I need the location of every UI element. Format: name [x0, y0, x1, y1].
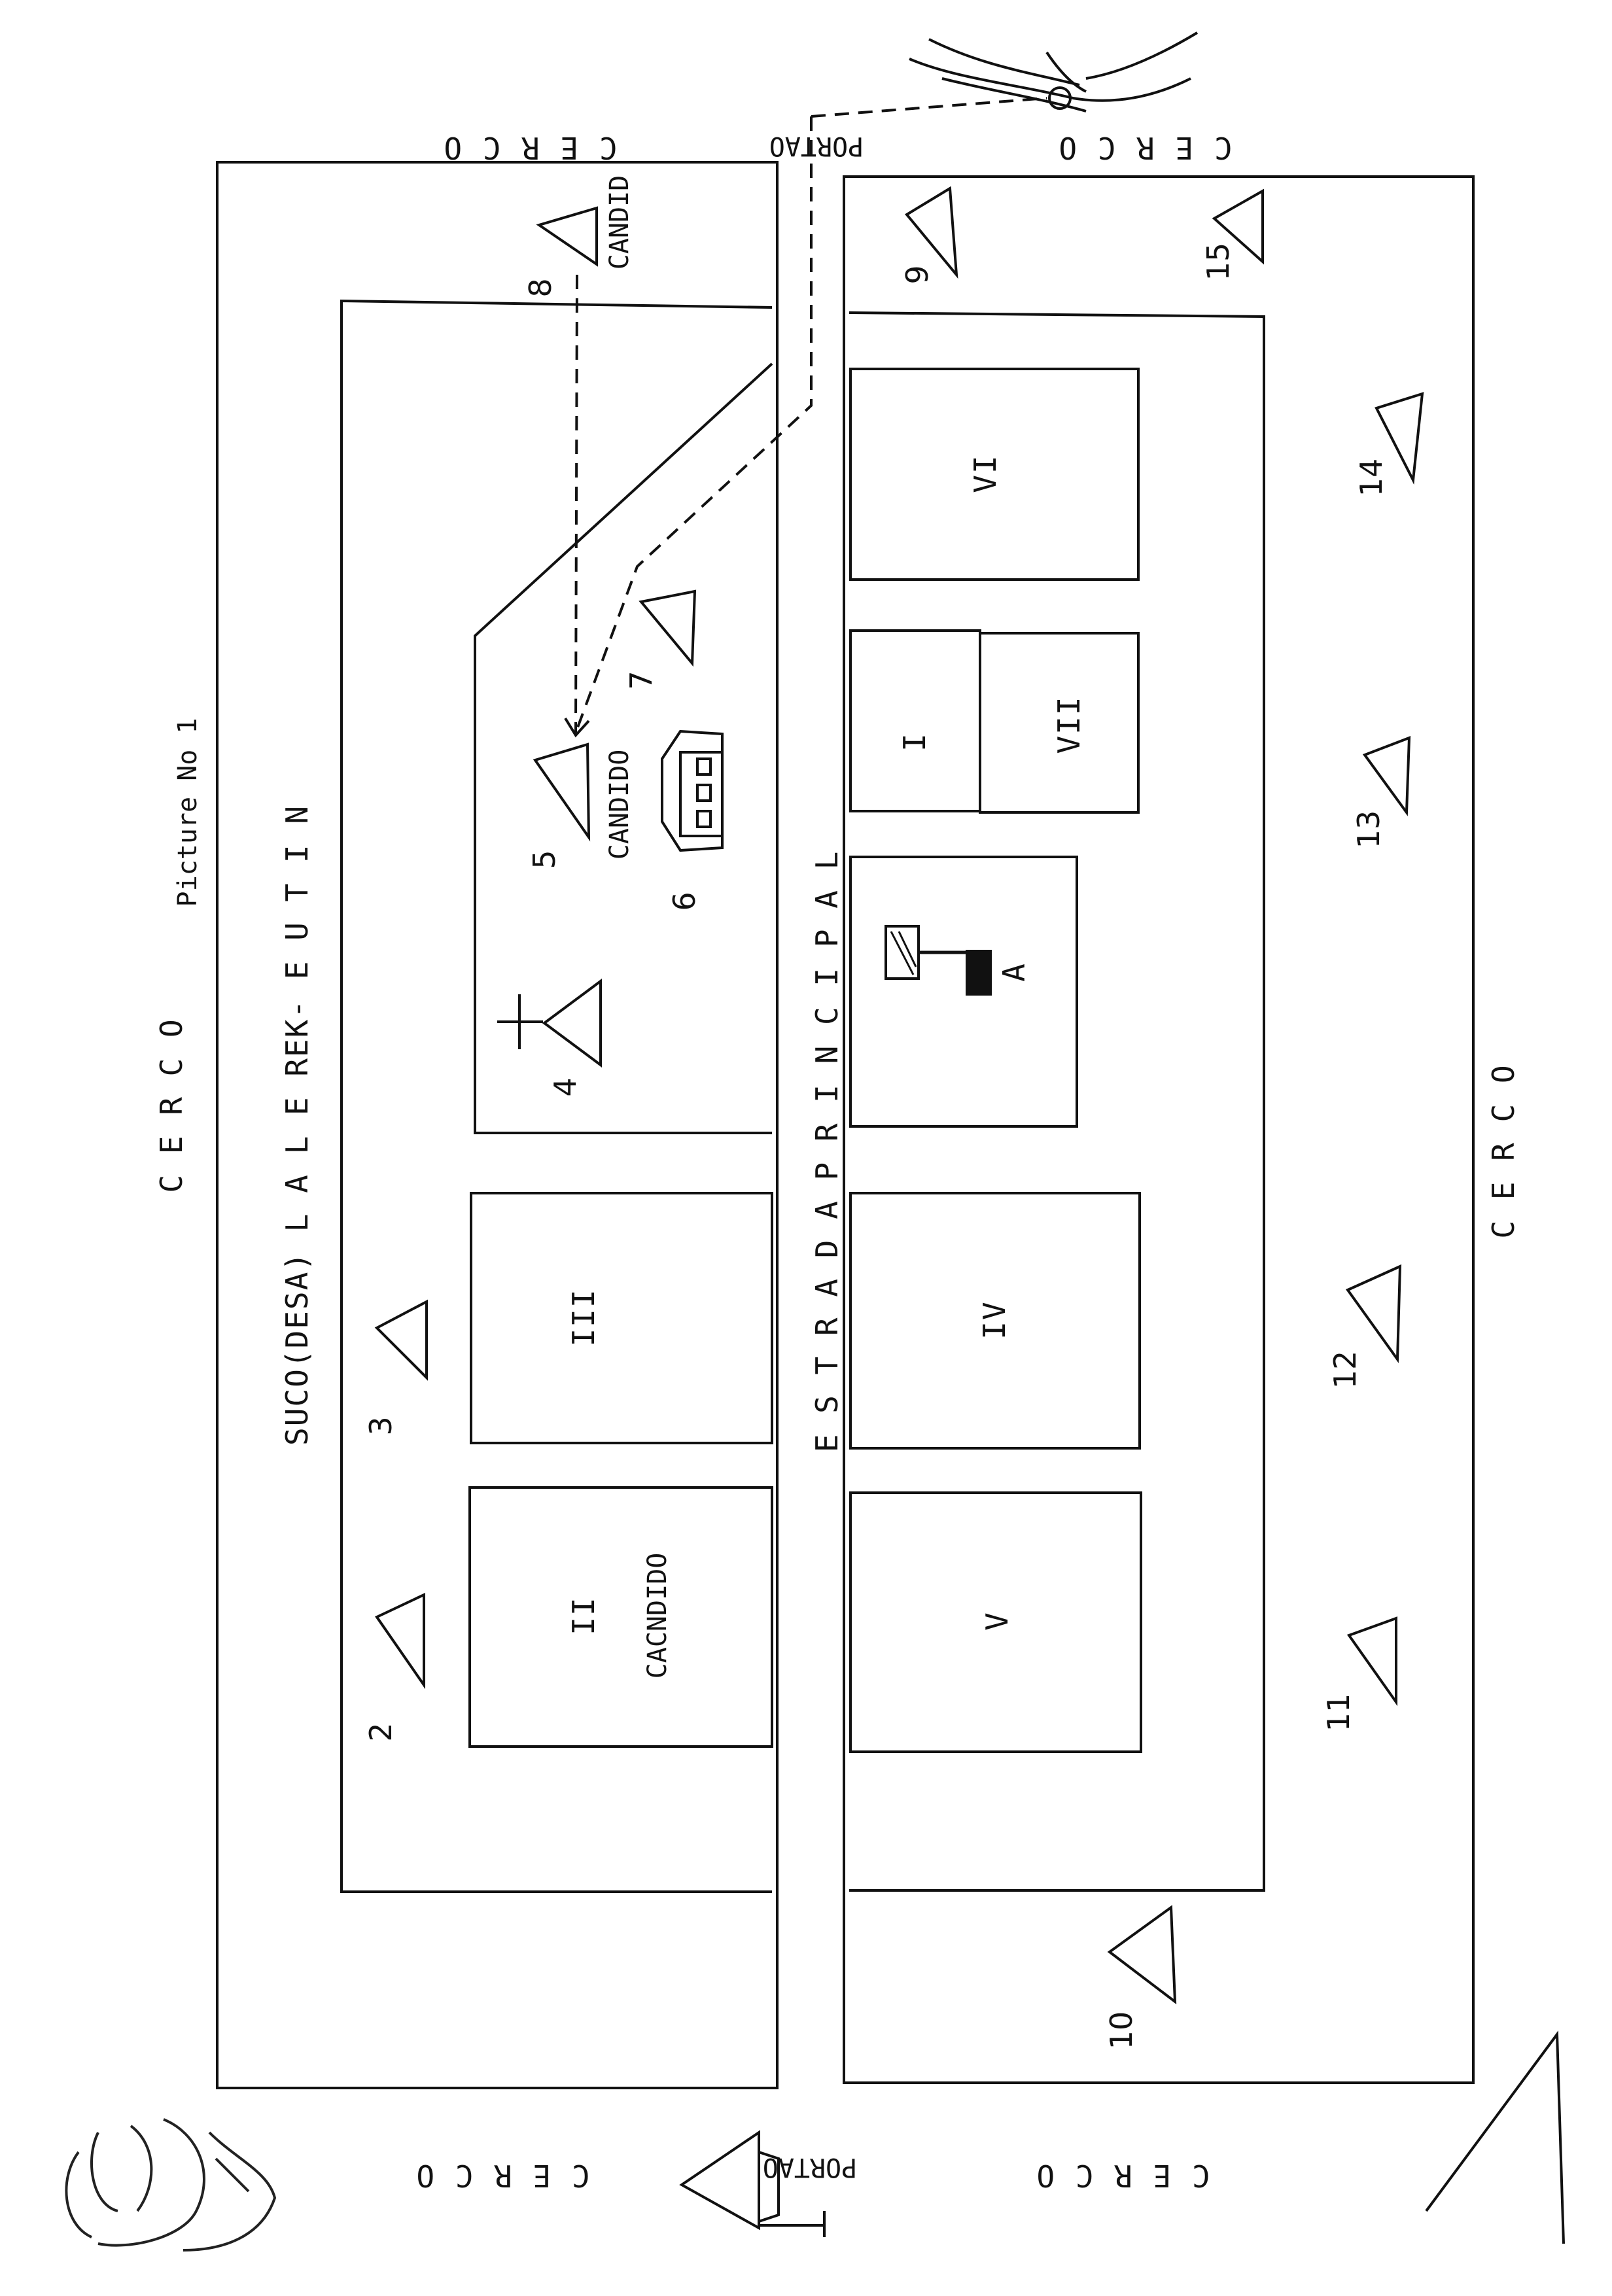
owner-label-8: CANDID: [604, 175, 635, 270]
triangle-marker-3: [374, 1299, 428, 1381]
gate-label-top: PORTAO: [769, 131, 864, 161]
gate-approach-line: [811, 97, 1047, 118]
marker-number-3: 3: [363, 1416, 398, 1435]
right-fence-enclosure: [843, 175, 1475, 2084]
right-inner-boundary: [849, 311, 1265, 1892]
triangle-marker-4: [542, 979, 602, 1068]
marker-number-4: 4: [548, 1077, 583, 1096]
plot-iv: [849, 1192, 1141, 1450]
owner-label-plot-ii: CACNDIDO: [642, 1553, 673, 1679]
page-title: Picture No 1: [173, 718, 203, 907]
triangle-marker-14: [1375, 392, 1424, 485]
marker-number-13: 13: [1351, 810, 1386, 849]
triangle-marker-11: [1346, 1616, 1397, 1707]
road-label: E S T R A D A P R I N C I P A L: [809, 850, 845, 1453]
triangle-marker-15: [1212, 188, 1264, 265]
arrow-head: [564, 717, 590, 738]
marker-number-5: 5: [527, 850, 562, 869]
triangle-marker-12: [1345, 1264, 1402, 1363]
cross-icon: [497, 994, 543, 1049]
marker-number-8: 8: [523, 278, 558, 297]
fence-label-bottom-right: C E R C O: [1035, 2158, 1210, 2193]
fence-label-right: C E R C O: [1486, 1064, 1521, 1238]
triangle-marker-10: [1107, 1905, 1177, 2005]
triangle-marker-7: [639, 589, 697, 667]
left-fence-enclosure: [216, 161, 779, 2089]
marker-number-14: 14: [1354, 459, 1389, 497]
dashed-path-8-to-5: [574, 274, 578, 733]
gate-label-bottom: PORTAO: [763, 2152, 858, 2182]
gate-post-icon: [679, 2130, 826, 2237]
owner-label-5: CANDIDO: [604, 750, 635, 860]
plot-label-a: A: [996, 962, 1032, 982]
signature: [65, 2118, 277, 2252]
dashed-path-gate-to-5: [574, 116, 813, 733]
plot-label-ii: II: [566, 1596, 601, 1635]
parcel-house: [474, 362, 773, 1134]
plot-label-iv: IV: [977, 1300, 1012, 1339]
plot-vii: [979, 632, 1140, 814]
fence-label-left: C E R C O: [154, 1018, 189, 1192]
page-corner-fold: [1425, 2030, 1565, 2244]
plot-label-v: V: [979, 1611, 1015, 1631]
plot-vi: [849, 368, 1140, 581]
plot-ii: [468, 1486, 773, 1748]
plot-a: [849, 856, 1078, 1128]
plot-label-i: I: [897, 732, 932, 752]
plot-label-vii: VII: [1051, 695, 1087, 754]
fence-label-top-left: C E R C O: [442, 130, 617, 165]
marker-number-10: 10: [1104, 2011, 1139, 2050]
left-inner-boundary: [340, 299, 773, 1893]
marker-number-15: 15: [1200, 243, 1236, 281]
marker-number-11: 11: [1321, 1694, 1356, 1732]
triangle-marker-9: [904, 186, 958, 279]
marker-number-12: 12: [1327, 1351, 1363, 1389]
tree-icon: [909, 31, 1199, 113]
triangle-marker-13: [1362, 736, 1411, 816]
marker-number-6: 6: [667, 892, 702, 911]
suco-label: SUCO(DESA) L A L E REK- E U T I N: [279, 805, 315, 1446]
plot-label-iii: III: [566, 1288, 601, 1346]
marker-number-7: 7: [623, 670, 659, 689]
plot-v: [849, 1491, 1142, 1753]
triangle-marker-2: [375, 1592, 425, 1690]
fence-label-bottom-left: C E R C O: [415, 2158, 589, 2193]
plot-i: [849, 629, 981, 812]
plot-iii: [470, 1192, 773, 1444]
triangle-marker-8: [536, 206, 598, 267]
marker-number-2: 2: [363, 1722, 398, 1741]
fence-label-top-right: C E R C O: [1057, 130, 1232, 165]
house-icon: [661, 729, 724, 852]
triangle-marker-5: [533, 742, 591, 842]
marker-number-9: 9: [900, 265, 935, 284]
well-icon: [885, 925, 992, 996]
plot-label-vi: VI: [968, 454, 1003, 493]
